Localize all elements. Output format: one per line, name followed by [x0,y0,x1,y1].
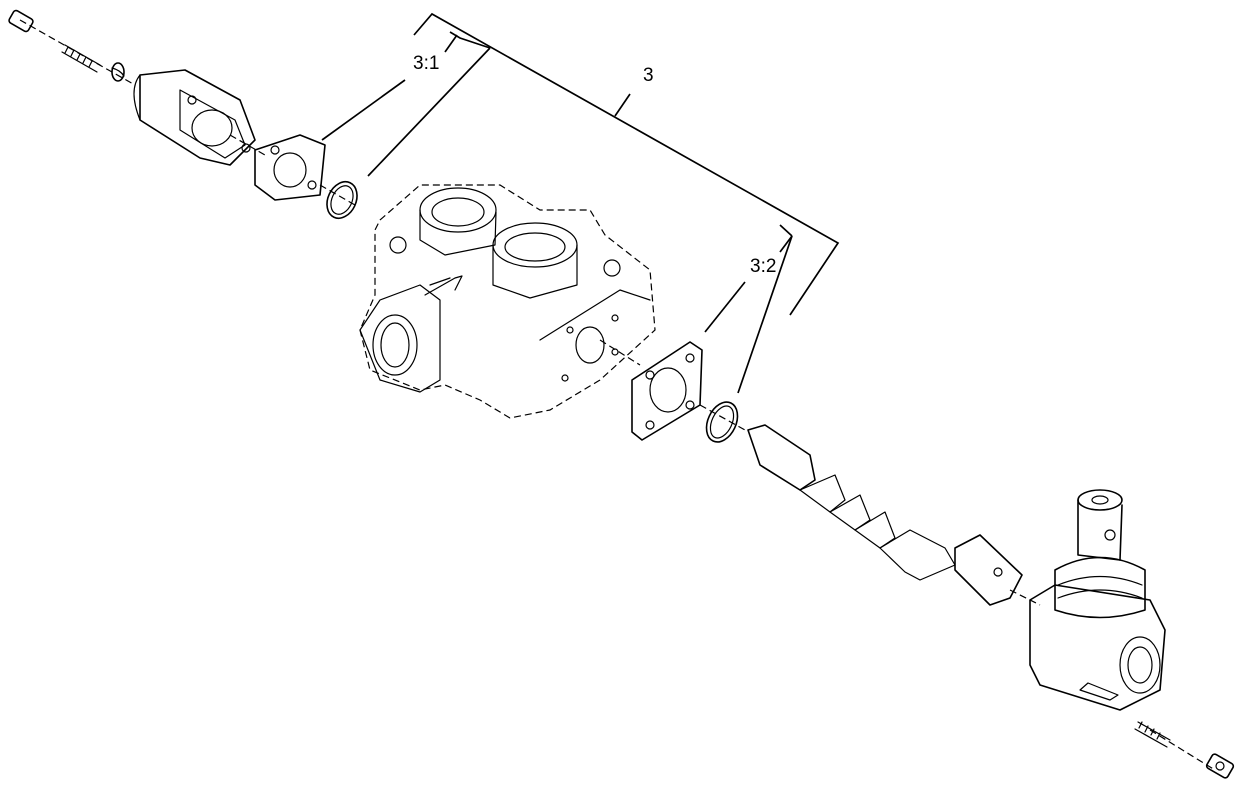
callout-bracket-3 [413,12,840,316]
cap-screw-bottom [1134,721,1235,779]
explosion-axis-lines [19,19,1216,771]
actuator-housing [1029,489,1166,711]
flange-gasket-right [631,341,703,441]
lock-washer [111,62,125,82]
valve-spool [747,424,1023,606]
flange-gasket-left [254,134,326,201]
o-ring-left [326,180,358,220]
cap-screw-top [8,9,101,73]
callout-bracket-3-1 [321,31,491,177]
end-cap-housing [133,69,256,166]
callout-label-3-1: 3:1 [413,53,439,74]
valve-body [359,184,656,419]
callout-label-3-2: 3:2 [750,256,776,277]
callout-label-3: 3 [643,65,654,86]
callout-bracket-3-2 [704,224,793,394]
o-ring-right [705,401,739,443]
